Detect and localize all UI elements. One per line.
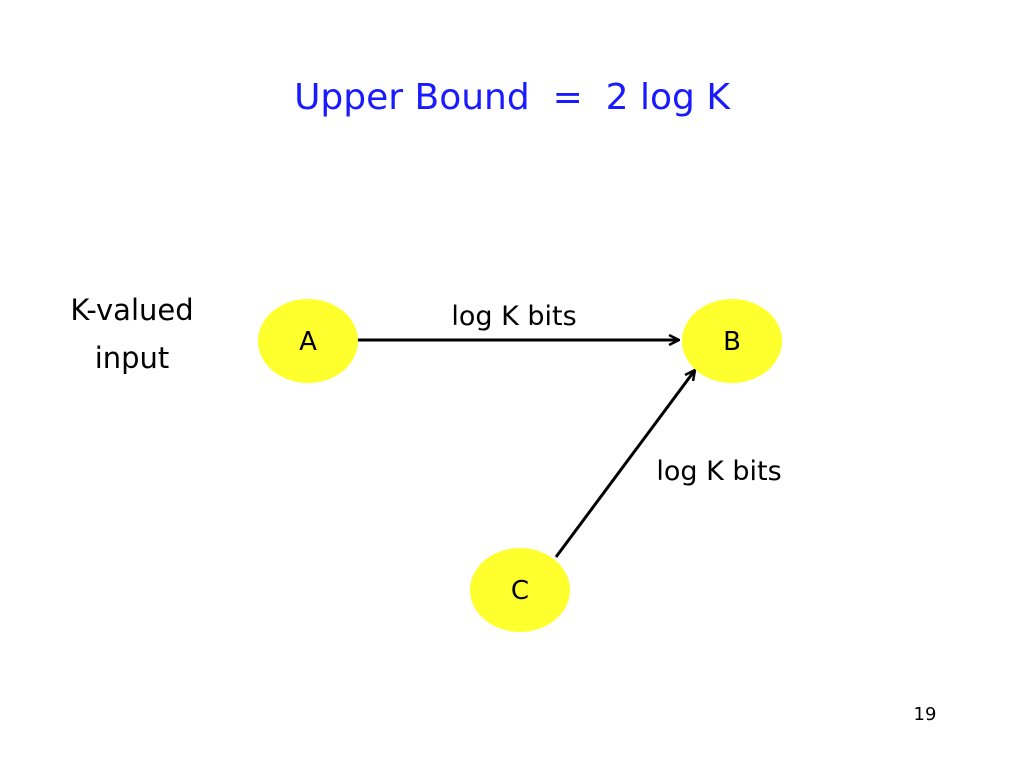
page-number: 19 (913, 704, 937, 725)
node-c-circle (470, 548, 570, 632)
slide-title: Upper Bound = 2 log K (294, 77, 730, 118)
node-b: B (682, 299, 782, 383)
node-b-label: B (723, 327, 741, 357)
edge-a-to-b-label: log K bits (451, 301, 576, 332)
node-a: A (258, 299, 358, 383)
input-label-line1: K-valued (70, 293, 194, 327)
input-label: K-valued input (52, 286, 212, 382)
node-c: C (470, 548, 570, 632)
node-a-label: A (299, 327, 317, 357)
node-c-label: C (511, 576, 529, 606)
edge-c-to-b-label: log K bits (656, 456, 781, 487)
input-label-line2: input (94, 341, 170, 375)
edge-c-to-b (554, 370, 695, 558)
node-b-circle (682, 299, 782, 383)
node-a-circle (258, 299, 358, 383)
